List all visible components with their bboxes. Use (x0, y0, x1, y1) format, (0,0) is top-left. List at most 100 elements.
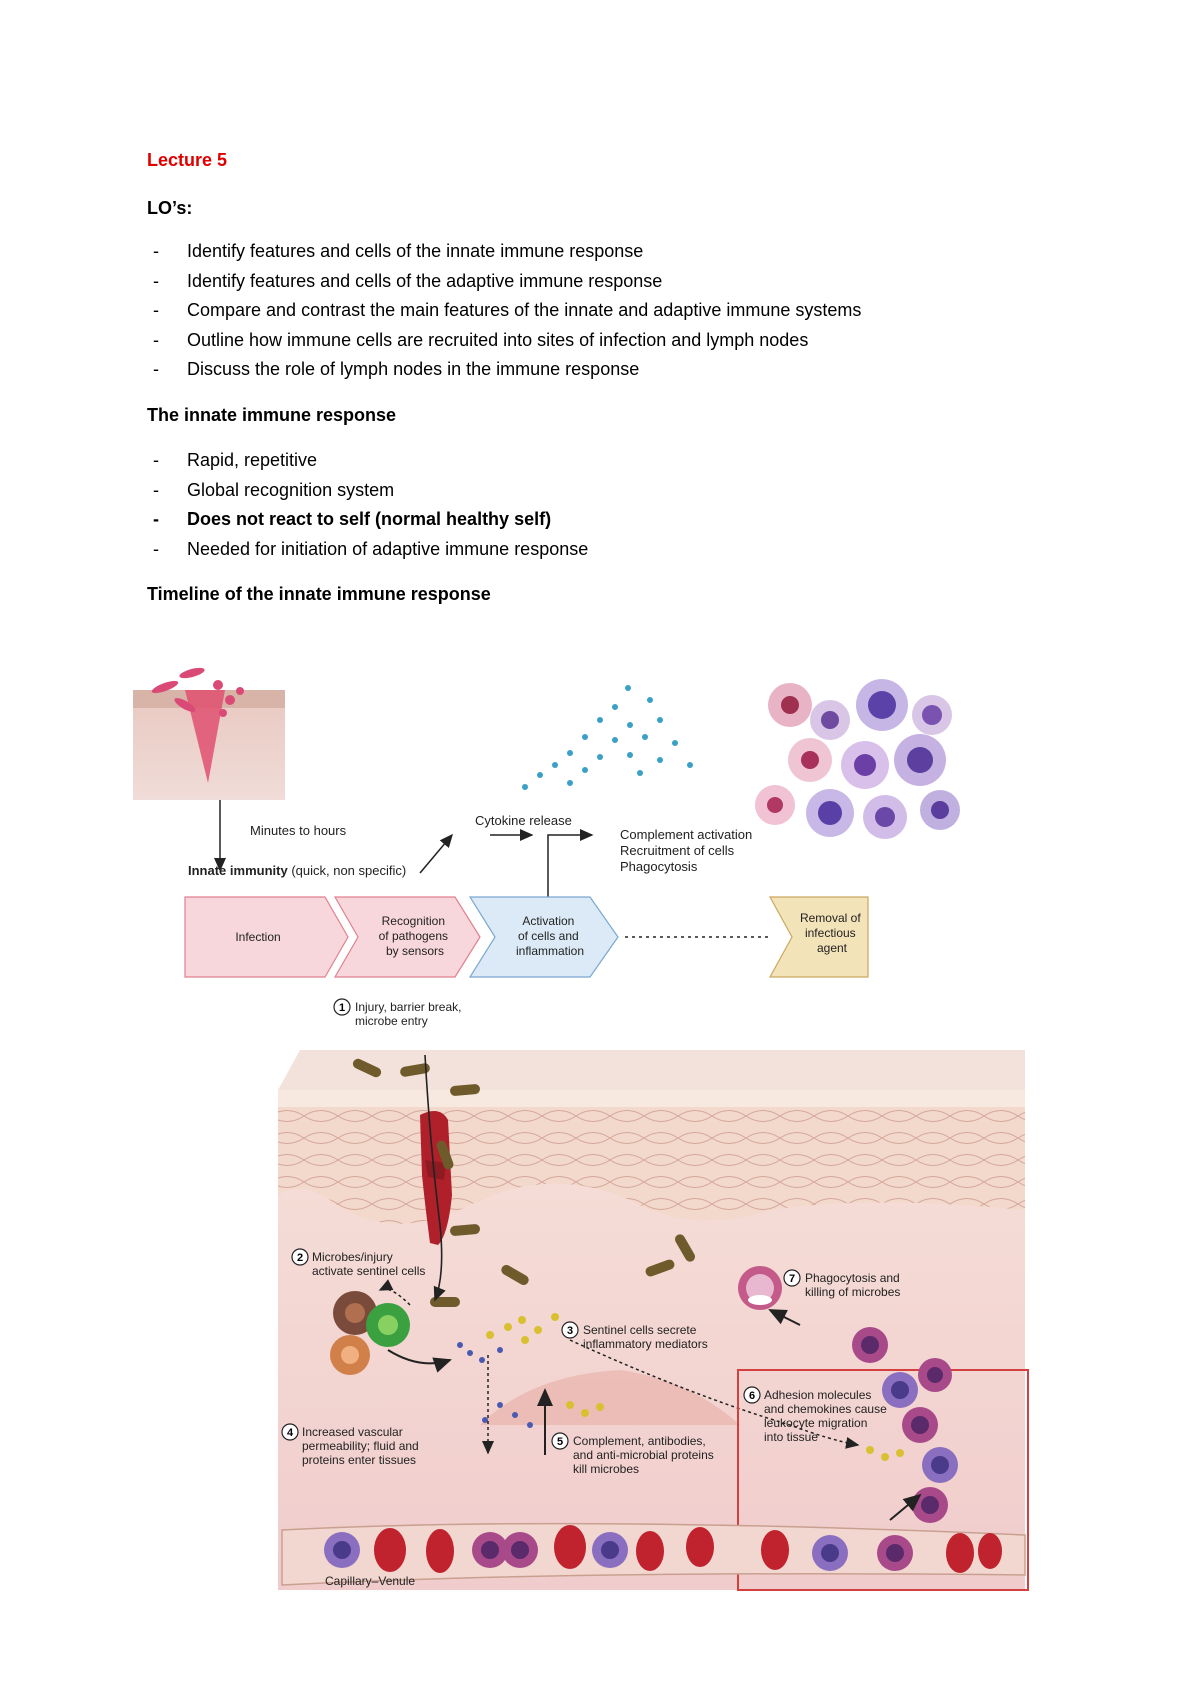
bullet-dash: - (153, 450, 159, 470)
microbes (352, 1058, 695, 1307)
stage-infection: Infection (184, 896, 349, 978)
innate-immunity-rest: (quick, non specific) (291, 863, 406, 878)
list-item: -Does not react to self (normal healthy … (147, 505, 588, 535)
minutes-label: Minutes to hours (250, 823, 347, 838)
microbe-entry-path (424, 1054, 446, 1302)
outcome-recruitment: Recruitment of cells (620, 843, 735, 858)
bullet-dash: - (153, 359, 159, 379)
step-4-line2: permeability; fluid and (302, 1439, 419, 1453)
step-5-line3: kill microbes (573, 1462, 639, 1476)
sentinel-arrow (387, 1349, 452, 1373)
step-7-line1: Phagocytosis and (805, 1271, 900, 1285)
capillary-venule: Capillary–Venule (281, 1522, 1026, 1588)
sentinel-cells (330, 1291, 410, 1375)
step-7-number: 7 (789, 1273, 795, 1285)
leukocyte-migration-box (737, 1369, 1029, 1591)
bullet-dash: - (153, 300, 159, 320)
step-2-line1: Microbes/injury (312, 1250, 393, 1264)
svg-text:Removal of infectious: Removal of infectious agent (800, 911, 864, 955)
bullet-dash: - (153, 241, 159, 261)
step-1-number: 1 (339, 1002, 345, 1014)
point-text: Does not react to self (normal healthy s… (187, 509, 552, 529)
list-item: -Identify features and cells of the adap… (147, 267, 861, 297)
vessel-label: Capillary–Venule (325, 1574, 415, 1588)
bullet-dash: - (153, 479, 159, 500)
step-3-line1: Sentinel cells secrete (583, 1323, 697, 1337)
timeline-heading: Timeline of the innate immune response (147, 584, 491, 604)
step-1-label: 1 Injury, barrier break,microbe entry (333, 998, 461, 1028)
step-3-line2: inflammatory mediators (583, 1337, 708, 1351)
point-text: Rapid, repetitive (187, 450, 318, 470)
point-text: Needed for initiation of adaptive immune… (187, 538, 589, 559)
stage-activation: Activation of cells and inflammation (468, 896, 619, 978)
bullet-dash: - (153, 329, 159, 350)
svg-text:Recognition of pathoge: Recognition of pathogens by sensors (379, 914, 452, 958)
stage-infection-label: Infection (235, 930, 280, 944)
bullet-dash: - (153, 538, 159, 559)
cytokine-dots (522, 685, 693, 790)
phagocytosis-arrow (768, 1309, 801, 1326)
objective-text: Compare and contrast the main features o… (187, 300, 862, 320)
step-7-line2: killing of microbes (805, 1285, 900, 1299)
outcome-phagocytosis: Phagocytosis (620, 859, 698, 874)
step-5-number: 5 (557, 1436, 563, 1448)
list-item: - Outline how immune cells are recruited … (147, 326, 861, 356)
list-item: - Rapid, repetitive (147, 446, 588, 476)
stage-removal: Removal of infectious agent (768, 896, 869, 978)
objective-text: Identify features and cells of the adapt… (187, 270, 663, 291)
step-4-number: 4 (287, 1427, 294, 1439)
list-item: - Needed for initiation of adaptive immun… (147, 535, 588, 565)
cytokine-label: Cytokine release (475, 813, 572, 828)
step-6-line2: and chemokines cause (764, 1402, 887, 1416)
step-5-line1: Complement, antibodies, (573, 1434, 706, 1448)
stage-removal-line3: agent (817, 941, 848, 955)
step-6-line3: leukocyte migration (764, 1416, 867, 1430)
outcomes-text: Complement activation Recruitment of cel… (620, 827, 756, 874)
immune-cell-cluster (755, 679, 960, 839)
step-1-line1: Injury, barrier break, (355, 1000, 461, 1014)
step-5-label: 5 Complement, antibodies,and anti-microb… (551, 1432, 714, 1476)
step-3-number: 3 (567, 1325, 573, 1337)
stage-activation-line2: of cells and (518, 929, 579, 943)
point-text: Global recognition system (187, 479, 395, 500)
stage-removal-line2: infectious (805, 926, 856, 940)
list-item: - Identify features and cells of the inna… (147, 237, 861, 267)
stage-recognition: Recognition of pathogens by sensors (333, 896, 481, 978)
svg-text:Activation of cells an: Activation of cells and inflammation (516, 914, 584, 958)
objective-text: Discuss the role of lymph nodes in the i… (187, 359, 640, 379)
step-6-line1: Adhesion molecules (764, 1388, 871, 1402)
step-1-line2: microbe entry (355, 1014, 428, 1028)
innate-points-list: - Rapid, repetitive - Global recognition s… (147, 446, 588, 564)
stage-activation-line1: Activation (522, 914, 574, 928)
innate-response-heading: The innate immune response (147, 405, 397, 425)
step-5-line2: and anti-microbial proteins (573, 1448, 714, 1462)
chemokine-dotted-arrow (569, 1339, 860, 1449)
step-2-number: 2 (297, 1252, 303, 1264)
objective-text: Outline how immune cells are recruited i… (187, 329, 809, 350)
stage-recognition-line1: Recognition (382, 914, 445, 928)
stage-recognition-line3: by sensors (386, 944, 444, 958)
learning-objectives-label: LO’s: (147, 198, 193, 218)
step-4-line3: proteins enter tissues (302, 1453, 416, 1467)
stage-activation-line3: inflammation (516, 944, 584, 958)
list-item: - Compare and contrast the main features … (147, 296, 861, 326)
migration-arrow (889, 1493, 922, 1521)
step-4-line1: Increased vascular (302, 1425, 403, 1439)
objective-text: Identify features and cells of the innat… (187, 241, 644, 261)
stage-removal-line1: Removal of (800, 911, 861, 925)
inflammatory-mediators (457, 1313, 904, 1461)
inflammation-figure: Capillary–Venule 1 Injury, barrier break… (278, 998, 1029, 1591)
step-2-line2: activate sentinel cells (312, 1264, 425, 1278)
phagocyte (738, 1266, 782, 1310)
lecture-title: Lecture 5 (147, 150, 228, 170)
learning-objectives-list: - Identify features and cells of the inna… (147, 237, 861, 385)
